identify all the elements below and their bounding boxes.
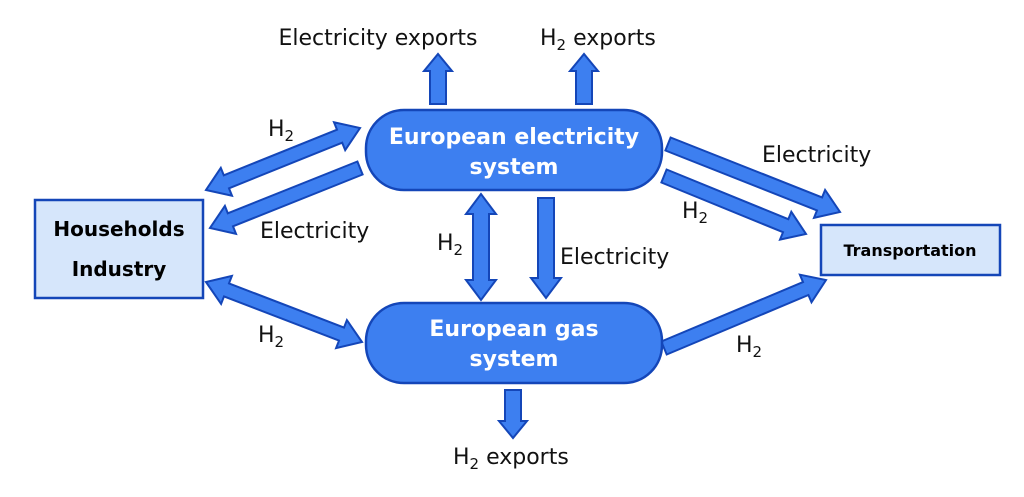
arrow-electricity-to-transportation bbox=[664, 136, 842, 220]
arrow-h2-exports-top bbox=[567, 52, 601, 105]
electricity-transportation-label: Electricity bbox=[762, 143, 871, 168]
gas-system-title-line2: system bbox=[470, 347, 559, 372]
households-industry-box bbox=[33, 198, 205, 300]
electricity-system-title-line1: European electricity bbox=[389, 125, 639, 150]
h2-gas-transportation-label: H2 bbox=[736, 333, 762, 361]
arrows-layer bbox=[204, 52, 842, 440]
arrow-electricity-to-households bbox=[208, 160, 364, 236]
arrow-electricity-exports bbox=[421, 52, 455, 105]
electricity-vertical-label: Electricity bbox=[560, 245, 669, 270]
gas-system-title-line1: European gas bbox=[429, 317, 598, 342]
h2-vertical-label: H2 bbox=[437, 231, 463, 259]
transportation-label: Transportation bbox=[843, 241, 976, 260]
electricity-system-title-line2: system bbox=[470, 155, 559, 180]
h2-electricity-transportation-label: H2 bbox=[682, 199, 708, 227]
arrow-h2-electricity-to-transportation bbox=[660, 168, 808, 241]
arrow-h2-households-gas bbox=[204, 274, 364, 350]
arrow-h2-electricity-gas bbox=[464, 192, 498, 302]
electricity-exports-label: Electricity exports bbox=[279, 26, 478, 51]
arrow-h2-gas-to-transportation bbox=[659, 273, 828, 356]
arrow-electricity-to-gas bbox=[529, 197, 563, 300]
h2-households-gas-label: H2 bbox=[258, 323, 284, 351]
transportation-box bbox=[819, 223, 1002, 277]
households-label: Households bbox=[53, 217, 184, 241]
industry-label: Industry bbox=[72, 257, 167, 281]
electricity-households-label: Electricity bbox=[260, 219, 369, 244]
h2-households-electricity-label: H2 bbox=[268, 117, 294, 145]
electricity-system-node bbox=[364, 108, 664, 192]
h2-exports-top-label: H2 exports bbox=[540, 26, 656, 54]
arrow-h2-exports-bottom bbox=[496, 389, 530, 440]
gas-system-node bbox=[364, 301, 664, 385]
arrow-h2-households-electricity bbox=[204, 120, 362, 198]
h2-exports-bottom-label: H2 exports bbox=[453, 445, 569, 473]
